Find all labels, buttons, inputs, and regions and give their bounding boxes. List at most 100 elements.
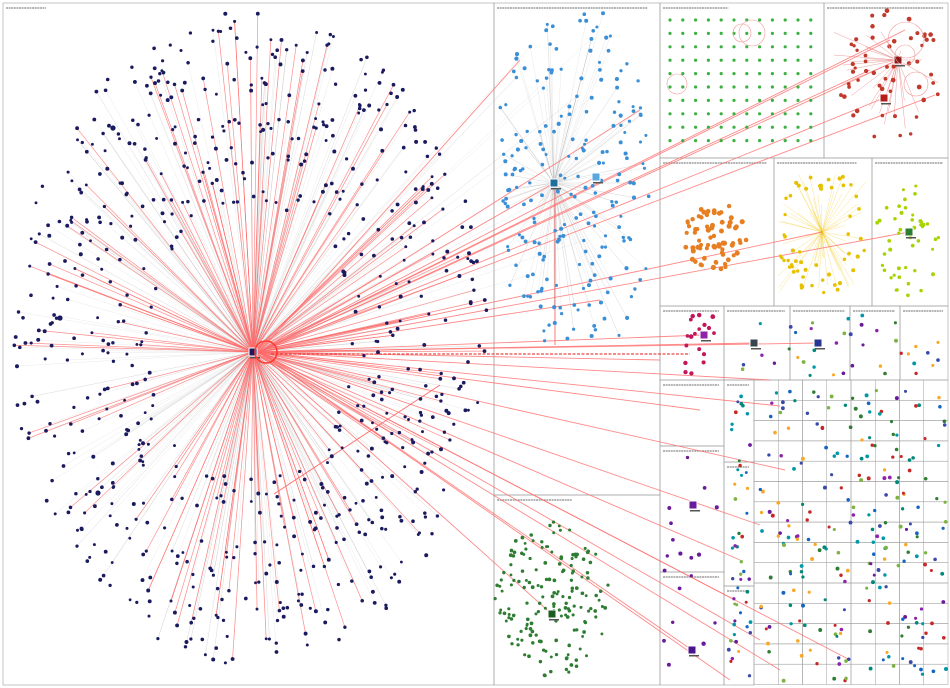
node [223,482,228,486]
node [668,45,672,49]
node [587,609,591,613]
node [372,380,377,385]
node [873,444,877,448]
node [914,184,918,188]
edge [252,188,423,353]
node [817,183,823,189]
node [586,283,592,288]
edge [258,59,521,353]
node [159,172,163,176]
node [314,117,318,121]
node [759,604,763,609]
node [933,237,938,242]
node [515,185,519,190]
node [49,343,54,348]
node [338,197,342,201]
node [98,220,102,225]
node [493,596,497,601]
edge [258,351,693,651]
edge [821,231,855,262]
node [914,371,918,376]
edge [252,351,270,639]
node [704,212,710,218]
node [264,571,269,576]
edge [808,173,823,233]
node [706,58,711,62]
node [173,475,177,479]
node [693,331,697,336]
node [125,526,129,530]
node [935,92,940,97]
node [593,191,598,195]
node [578,647,582,651]
node [694,139,698,143]
edge [252,351,402,563]
node [810,283,814,288]
node [845,568,850,573]
node [225,555,229,559]
node [941,635,946,640]
node [255,45,259,49]
node [583,546,587,550]
node [69,215,74,220]
edge [258,351,781,671]
node [931,272,935,277]
node [393,572,397,576]
node [394,282,398,286]
node [84,183,88,187]
node [303,631,308,636]
node [528,295,533,299]
node [275,495,279,499]
node [841,371,846,376]
node [914,404,918,408]
node [28,264,32,268]
node [768,414,773,419]
node [334,540,338,545]
node [277,502,281,506]
node [809,327,813,331]
node [808,373,812,377]
node [538,129,542,134]
node [333,244,338,249]
node [726,203,732,209]
node [111,485,115,490]
node [344,157,349,161]
node [796,125,800,129]
node [793,399,797,403]
edge [252,95,356,353]
edge [252,218,364,353]
node [805,518,809,522]
node [744,600,748,604]
node [597,160,602,165]
node [683,244,689,250]
node [921,622,925,626]
node [541,595,545,599]
node [202,199,206,203]
node [889,420,894,424]
node [863,68,869,74]
node [571,327,576,331]
node [377,80,382,85]
node [544,28,549,33]
node [859,322,864,327]
node [569,192,573,196]
node [914,620,919,625]
node [323,68,327,72]
node [719,228,724,234]
node [102,387,107,392]
node [118,137,121,141]
node [745,72,749,76]
edge [38,330,254,353]
node [208,166,212,170]
node [507,612,511,617]
edge [252,147,404,353]
node [189,620,194,625]
node [801,603,805,608]
node [527,580,532,585]
node [780,400,785,405]
edge [258,351,761,641]
node [413,128,418,132]
node [668,85,672,89]
node [356,404,360,408]
